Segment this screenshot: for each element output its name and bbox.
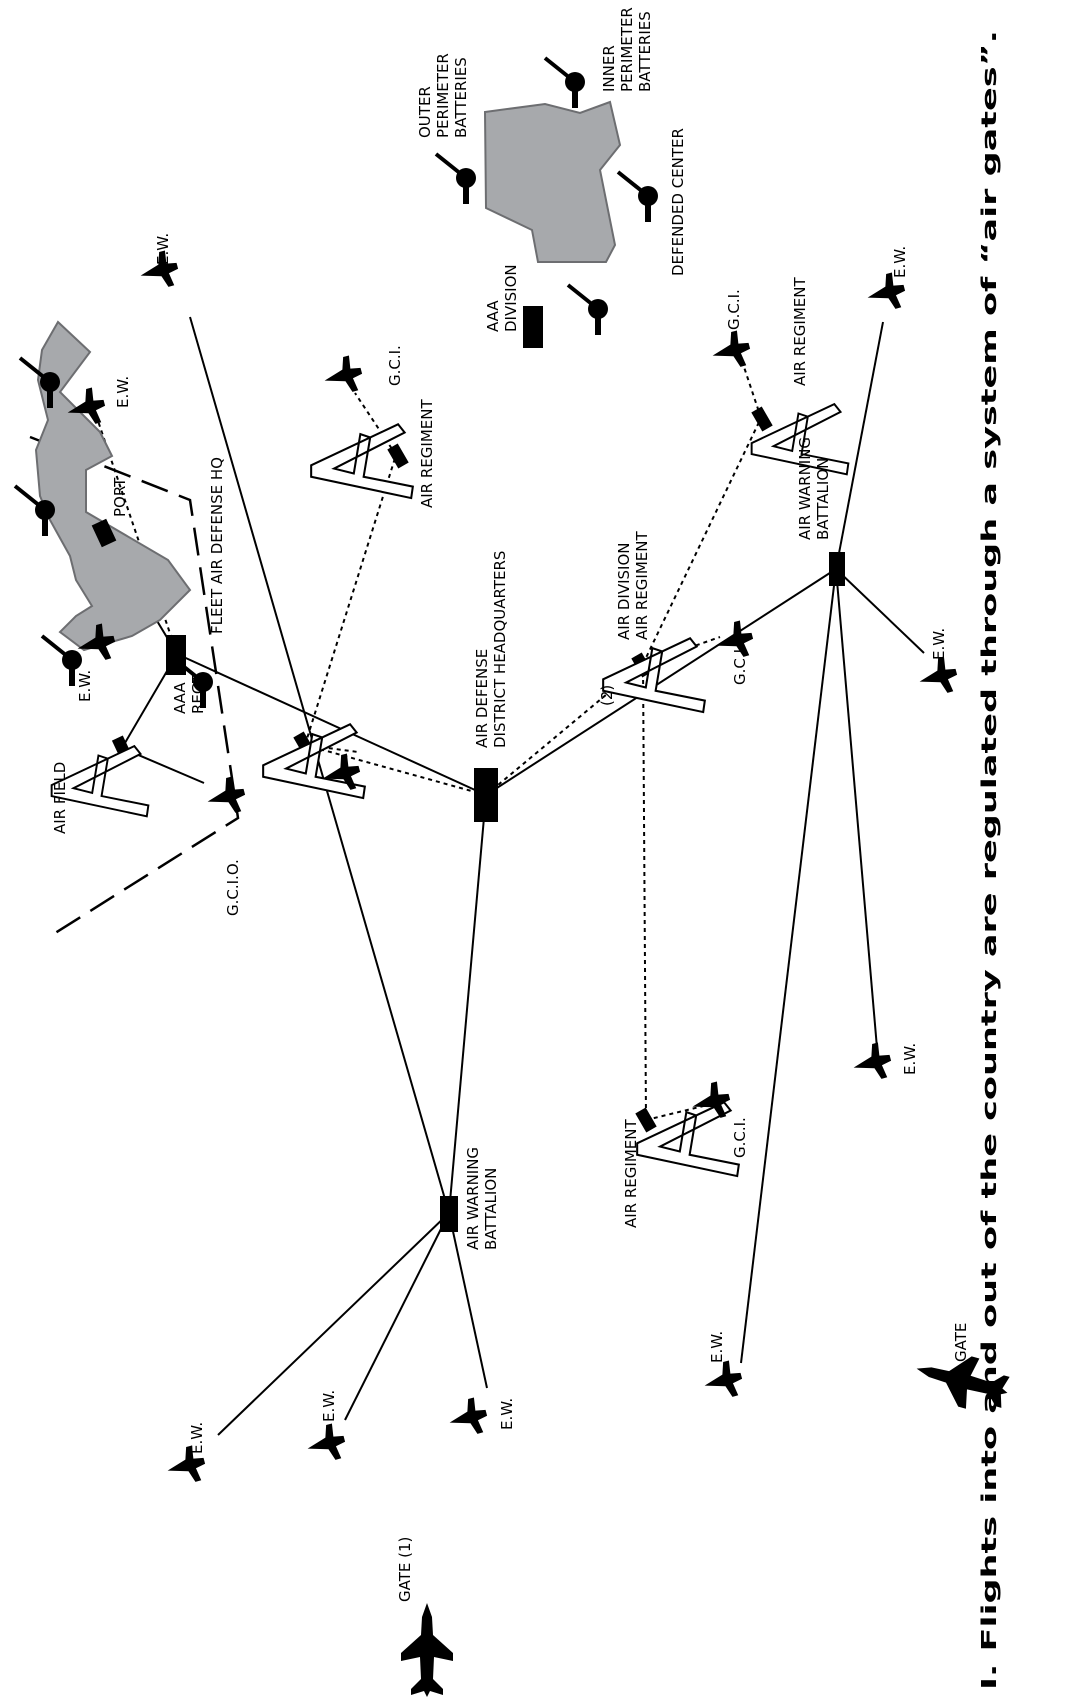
ew-label: E.W. (708, 1331, 726, 1363)
airfield-division (602, 637, 706, 714)
ew-plane-icon (202, 774, 249, 820)
battery-icon (616, 170, 660, 224)
gci-label: G.C.I. (731, 644, 749, 685)
air-warning-battalion-left-block (440, 1196, 458, 1232)
ew-label: E.W. (901, 1043, 919, 1075)
aaa-division-block (523, 306, 543, 348)
labels: AIR DEFENSE DISTRICT HEADQUARTERS FLEET … (51, 7, 970, 1602)
awb-left-label-2: BATTALION (482, 1168, 500, 1250)
ad-hq-label-1: AIR DEFENSE (473, 649, 491, 748)
inner-perimeter-label-3: BATTERIES (636, 11, 654, 92)
outer-perimeter-label-3: BATTERIES (452, 57, 470, 138)
airfields (50, 403, 850, 1178)
hq-blocks (91, 306, 845, 1232)
outer-perimeter-label-1: OUTER (416, 86, 434, 138)
fleet-node (91, 518, 117, 548)
port-area (34, 320, 192, 652)
defended-center-label: DEFENDED CENTER (669, 128, 687, 276)
ew-label: E.W. (76, 670, 94, 702)
gcio-label: G.C.I.O. (224, 859, 242, 916)
gci-label: G.C.I. (725, 289, 743, 330)
air-field-label: AIR FIELD (51, 762, 69, 834)
ad-hq-label-2: DISTRICT HEADQUARTERS (491, 551, 509, 748)
inner-perimeter-label-2: PERIMETER (618, 7, 636, 92)
air-regiment-top-label: AIR REGIMENT (418, 399, 436, 508)
inner-perimeter-label-1: INNER (600, 45, 618, 92)
gci-label: G.C.I. (386, 345, 404, 386)
connection-lines (29, 316, 925, 1436)
ew-label: E.W. (320, 1390, 338, 1422)
aaa-regt-block (166, 635, 186, 675)
battery-icon (566, 283, 610, 337)
gate-2-label: GATE (952, 1323, 970, 1362)
ew-plane-icon (699, 1358, 746, 1404)
gate-1-label: GATE (1) (396, 1537, 414, 1602)
ew-label: E.W. (114, 376, 132, 408)
fleet-hq-label: FLEET AIR DEFENSE HQ (208, 457, 226, 634)
air-division-label-2: AIR REGIMENT (633, 531, 651, 640)
aaa-division-label-2: DIVISION (502, 264, 520, 332)
ew-label: E.W. (891, 246, 909, 278)
ew-plane-icon (848, 1040, 895, 1086)
gci-label: G.C.I. (731, 1117, 749, 1158)
air-defense-district-hq (474, 768, 498, 822)
awb-left-label-1: AIR WARNING (464, 1147, 482, 1250)
ew-plane-icon (914, 654, 961, 700)
air-regiment-right-label: AIR REGIMENT (791, 277, 809, 386)
ew-plane-icon (302, 1421, 349, 1467)
outer-perimeter-label-2: PERIMETER (434, 53, 452, 138)
air-regiment-node-right (751, 406, 773, 432)
ew-label: E.W. (498, 1398, 516, 1430)
marker-2-label: (2) (598, 685, 616, 706)
awb-right-label-2: BATTALION (814, 458, 832, 540)
gci-plane-icon (707, 328, 754, 374)
port-label: PORT (111, 477, 129, 517)
battery-icon (543, 56, 587, 110)
aaa-regt-label-1: AAA (171, 682, 189, 714)
air-division-label-1: AIR DIVISION (615, 542, 633, 640)
defended-center-area (483, 100, 622, 263)
aircraft (62, 248, 961, 1489)
gate-jets (401, 1343, 1015, 1697)
air-warning-battalion-right-block (829, 552, 845, 586)
figure-caption: I. Flights into and out of the country a… (977, 30, 1001, 1690)
air-regiment-node-top (387, 443, 409, 469)
air-regiment-node-bottom (635, 1107, 657, 1133)
ew-plane-icon (444, 1395, 491, 1441)
aaa-division-label-1: AAA (484, 300, 502, 332)
aaa-regt-label-2: REGT (189, 673, 207, 714)
air-regiment-bottom-label: AIR REGIMENT (622, 1119, 640, 1228)
ew-label: E.W. (930, 628, 948, 660)
gci-plane-icon (319, 353, 366, 399)
awb-right-label-1: AIR WARNING (796, 437, 814, 540)
ew-label: E.W. (154, 233, 172, 265)
battery-icon (434, 152, 478, 206)
gate-1-jet-icon (401, 1603, 453, 1697)
ew-label: E.W. (188, 1422, 206, 1454)
